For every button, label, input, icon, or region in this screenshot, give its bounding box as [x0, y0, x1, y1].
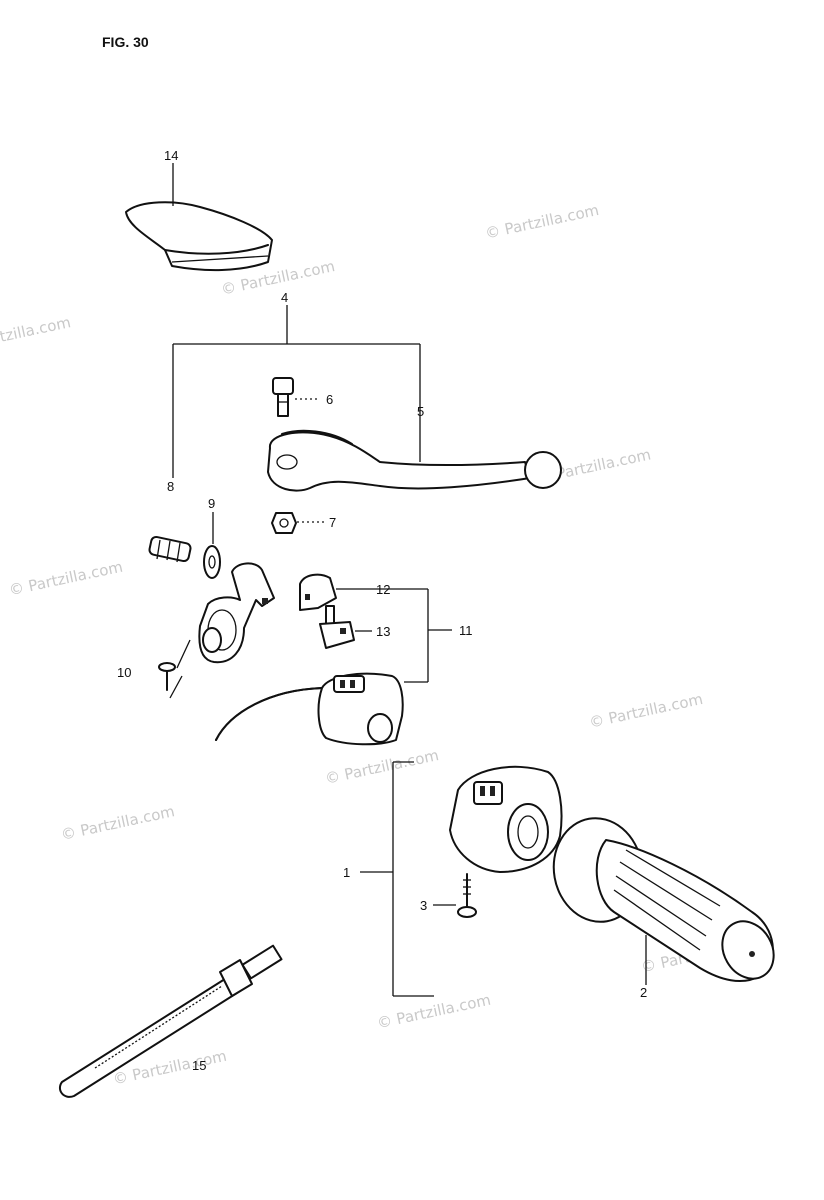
part-2-handle-grip[interactable]	[546, 811, 784, 988]
part-5-clutch-lever[interactable]	[267, 429, 562, 492]
watermark: © Partzilla.com	[375, 991, 492, 1033]
watermark: © Partzilla.com	[7, 558, 124, 600]
part-7-nut[interactable]	[271, 512, 297, 534]
watermark: © Partzilla.com	[484, 201, 601, 243]
watermark: © Partzilla.com	[323, 746, 440, 788]
callout-10[interactable]: 10	[117, 665, 131, 680]
bracket-1	[360, 761, 434, 997]
watermark: © Partzilla.com	[59, 802, 176, 844]
callout-2[interactable]: 2	[640, 985, 647, 1000]
part-8-cable-adjuster[interactable]	[148, 535, 192, 563]
callout-15[interactable]: 15	[192, 1058, 206, 1073]
leader-10	[169, 639, 191, 699]
callout-7[interactable]: 7	[329, 515, 336, 530]
callout-3[interactable]: 3	[420, 898, 427, 913]
throttle-housing[interactable]	[449, 765, 563, 873]
part-14-lever-cover[interactable]	[125, 201, 273, 272]
part-15-cable-tie[interactable]	[58, 944, 283, 1098]
part-13-switch-clip[interactable]	[319, 605, 355, 649]
callout-8[interactable]: 8	[167, 479, 174, 494]
callout-4[interactable]: 4	[281, 290, 288, 305]
part-9-washer[interactable]	[203, 545, 221, 579]
part-6-pivot-bolt[interactable]	[272, 377, 294, 417]
part-3-screw[interactable]	[457, 873, 477, 918]
figure-title: FIG. 30	[102, 34, 149, 50]
callout-14[interactable]: 14	[164, 148, 178, 163]
callout-5[interactable]: 5	[417, 404, 424, 419]
callout-1[interactable]: 1	[343, 865, 350, 880]
lever-holder[interactable]	[198, 562, 275, 664]
callout-6[interactable]: 6	[326, 392, 333, 407]
watermark: © Partzilla.com	[588, 690, 705, 732]
bracket-4	[172, 305, 421, 478]
part-10-screw[interactable]	[158, 662, 176, 691]
callout-11[interactable]: 11	[459, 623, 473, 638]
callout-13[interactable]: 13	[376, 624, 390, 639]
bracket-11	[372, 588, 452, 683]
part-11-switch-assembly[interactable]	[215, 672, 404, 746]
watermark-layer: © Partzilla.com © Partzilla.com © Partzi…	[0, 201, 756, 1089]
part-12-switch-clip[interactable]	[299, 573, 337, 611]
callout-9[interactable]: 9	[208, 496, 215, 511]
watermark: © Partzilla.com	[0, 313, 72, 355]
